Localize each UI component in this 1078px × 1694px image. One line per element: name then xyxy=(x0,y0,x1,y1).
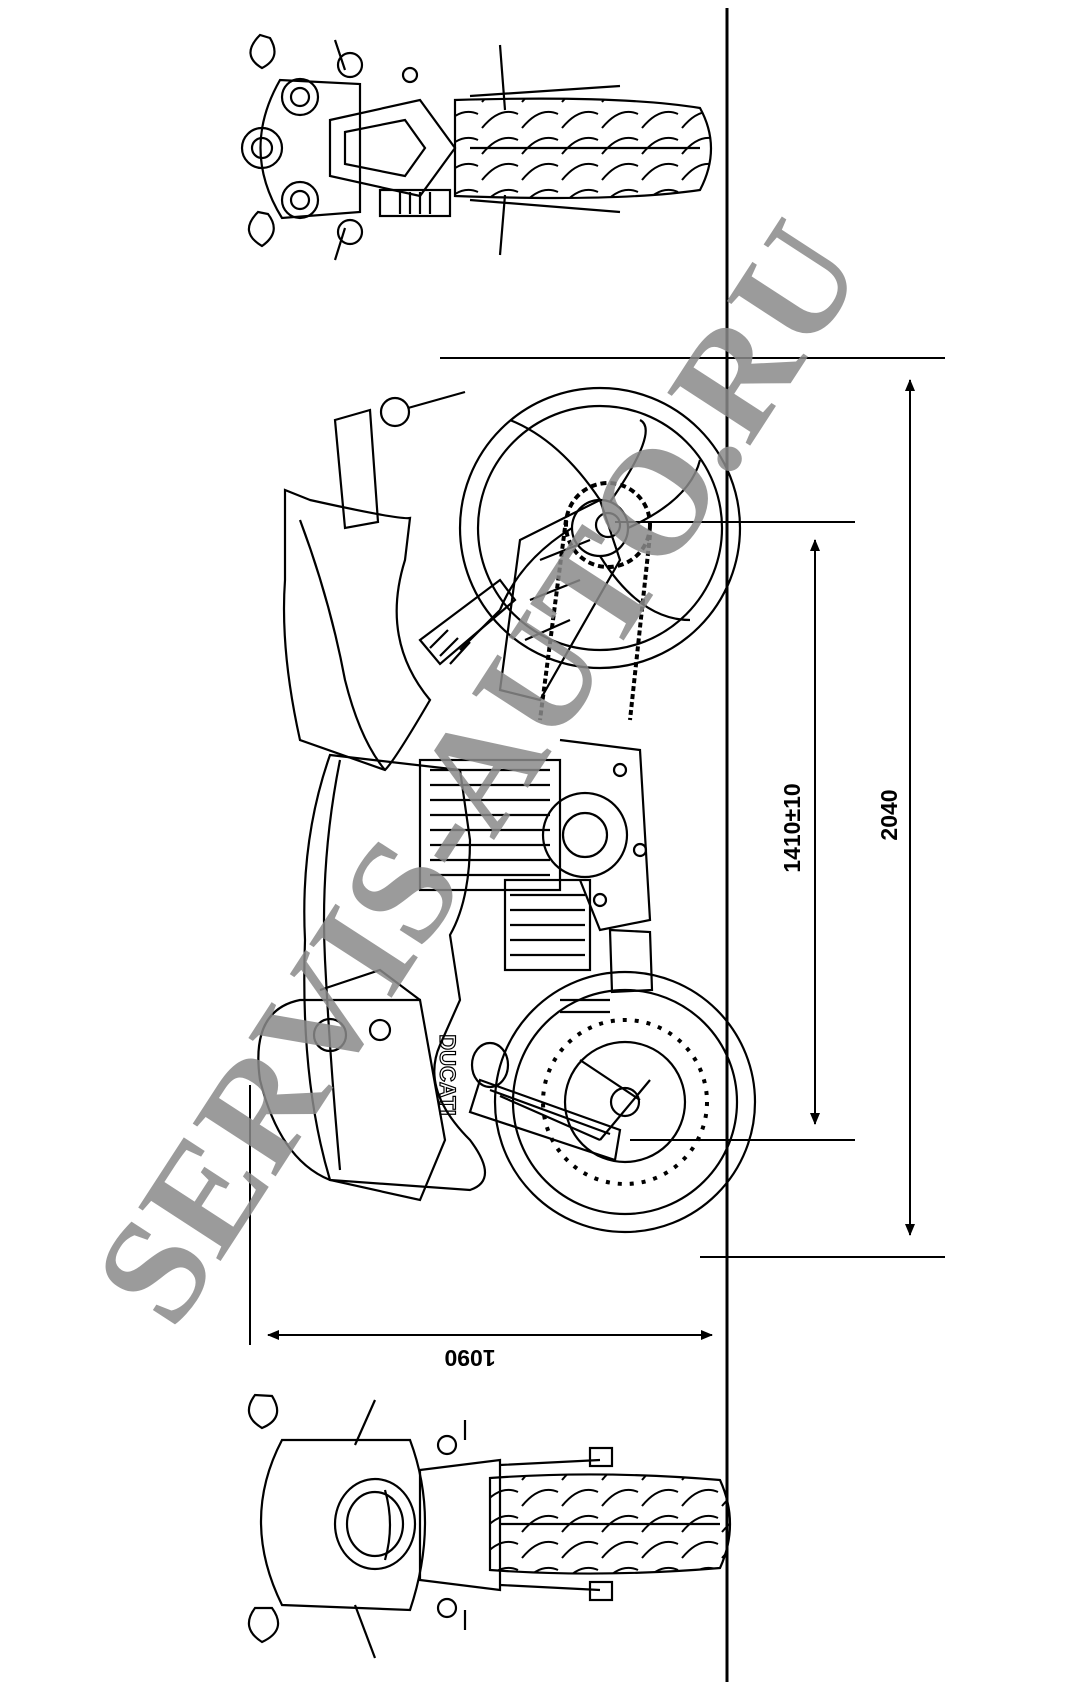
overall-length-label: 2040 xyxy=(876,789,902,840)
rear-view-motorcycle xyxy=(240,33,713,261)
watermark-text: SERVIS-AUTO.RU xyxy=(62,194,894,1351)
rear-shock xyxy=(418,578,517,666)
drive-chain xyxy=(538,519,652,721)
engine xyxy=(418,738,654,1014)
height-label: 1090 xyxy=(444,1345,495,1371)
front-wheel xyxy=(493,970,757,1234)
front-view-motorcycle xyxy=(247,1393,732,1659)
front-fork xyxy=(468,1078,622,1162)
fuel-tank-fairing xyxy=(303,753,486,1192)
exhaust xyxy=(333,408,380,530)
brand-logo: DUCATI xyxy=(435,1034,460,1115)
seat-tail xyxy=(282,488,432,772)
front-cowl xyxy=(257,998,447,1202)
wheelbase-label: 1410±10 xyxy=(779,783,805,872)
side-view-motorcycle: DUCATI xyxy=(257,386,757,1234)
dimension-lines xyxy=(249,357,945,1345)
